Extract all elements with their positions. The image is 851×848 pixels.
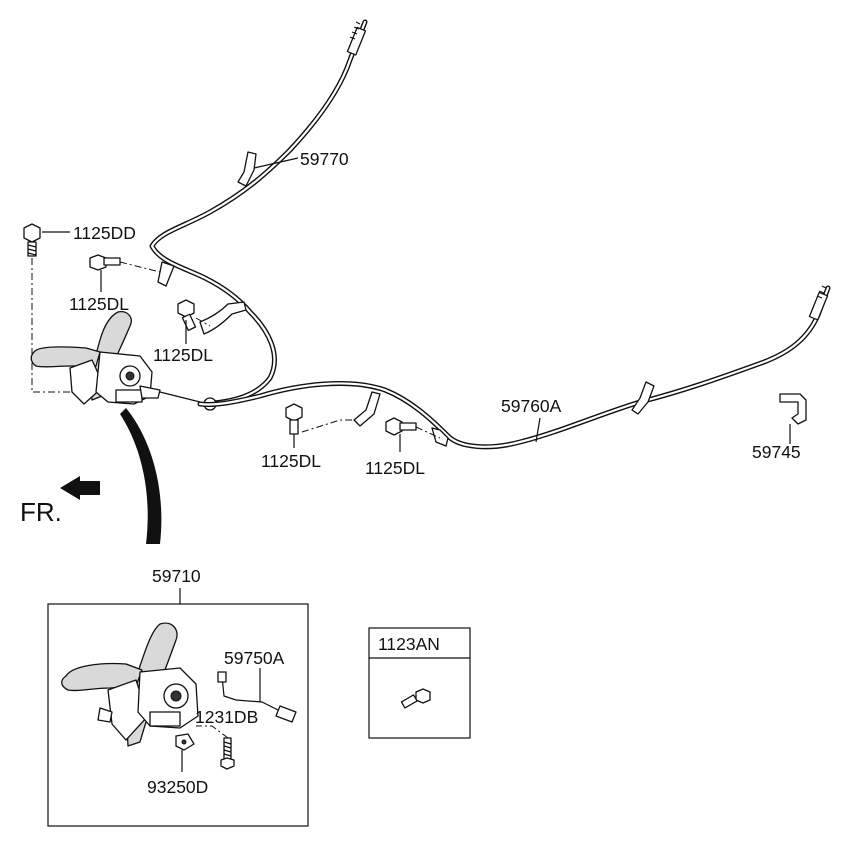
parking-lever-assembly-detail[interactable] [61, 622, 199, 747]
label-59770: 59770 [300, 149, 349, 169]
label-1125DL-middle: 1125DL [153, 345, 213, 365]
clip-59745[interactable] [779, 393, 807, 425]
bolt-1123AN-icon [400, 688, 431, 709]
detail-arrow [120, 408, 162, 544]
label-59760A: 59760A [501, 396, 562, 416]
bolt-1125DL-upper[interactable] [89, 254, 121, 271]
label-59710: 59710 [152, 566, 201, 586]
label-59750A: 59750A [224, 648, 285, 668]
label-93250D: 93250D [147, 777, 208, 797]
label-1125DD: 1125DD [73, 223, 136, 243]
parts-box-1123AN[interactable] [368, 627, 471, 739]
label-1125DL-upper: 1125DL [69, 294, 129, 314]
switch-wire-59750A[interactable] [217, 671, 297, 723]
label-1231DB: 1231DB [195, 707, 258, 727]
front-cable-59770[interactable] [149, 19, 368, 411]
bolt-1125DL-center[interactable] [285, 403, 303, 435]
label-59745: 59745 [752, 442, 801, 462]
label-1125DL-center: 1125DL [261, 451, 321, 471]
parking-lever-installed[interactable] [30, 311, 201, 405]
label-1125DL-right: 1125DL [365, 458, 425, 478]
bolt-1125DL-middle[interactable] [177, 299, 197, 332]
front-direction-indicator [60, 476, 100, 500]
switch-93250D[interactable] [175, 733, 195, 751]
rear-cable-59760A[interactable] [197, 285, 831, 450]
label-1123AN: 1123AN [378, 634, 440, 654]
bolt-1125DL-right[interactable] [385, 417, 417, 436]
bolt-1125DD[interactable] [23, 223, 41, 257]
front-direction-label: FR. [20, 497, 62, 527]
